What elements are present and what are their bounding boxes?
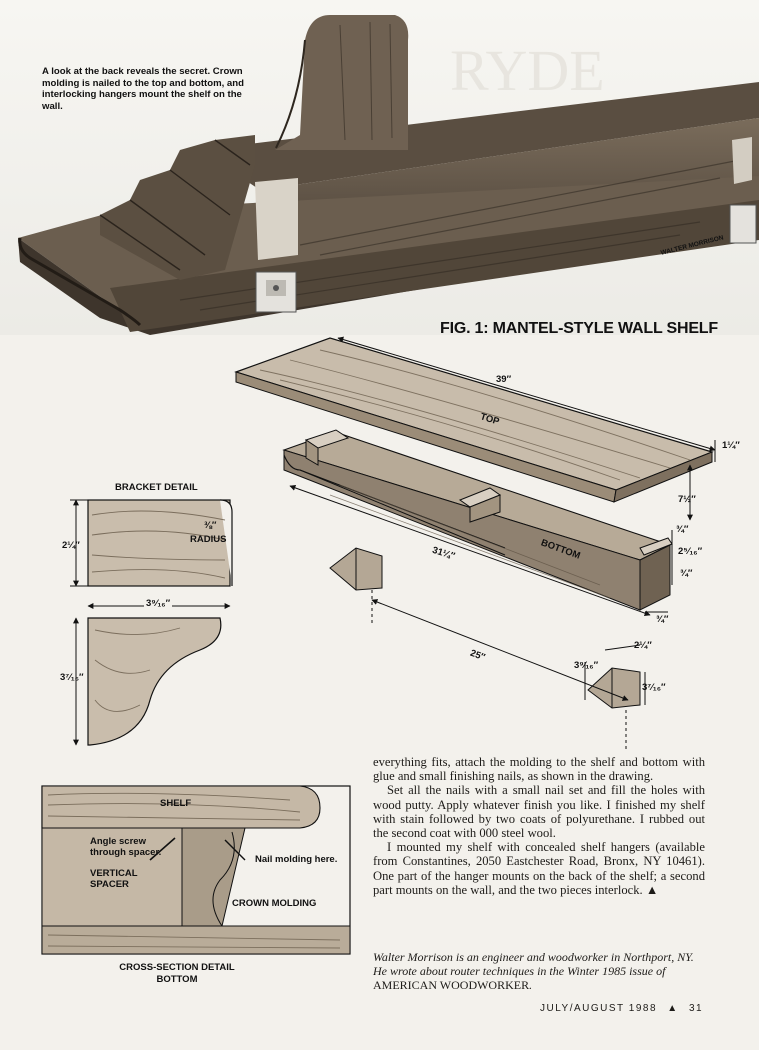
label-shelf: SHELF (160, 798, 192, 809)
technical-drawing (41, 336, 716, 955)
dim-three-nine-sixteenths-b: 3⁹⁄₁₆″ (144, 598, 173, 609)
article-body: everything fits, attach the molding to t… (373, 755, 705, 897)
photo-caption: A look at the back reveals the secret. C… (42, 66, 244, 112)
label-crown-molding: CROWN MOLDING (232, 898, 317, 909)
label-cross-section: CROSS-SECTION DETAIL BOTTOM (119, 962, 235, 985)
label-radius: RADIUS (190, 534, 227, 545)
dim-depth-top: 7½″ (678, 494, 696, 505)
dim-length-top: 39″ (496, 374, 512, 385)
page-folio: JULY/AUGUST 1988 ▲ 31 (540, 1003, 703, 1014)
body-paragraph-2: Set all the nails with a small nail set … (373, 783, 705, 841)
dim-three-seven-sixteenths-a: 3⁷⁄₁₆″ (642, 682, 666, 693)
dim-three-quarter-b: ¾″ (680, 568, 693, 579)
folio-date: JULY/AUGUST 1988 (540, 1003, 658, 1014)
dim-two-quarter-a: 2¼″ (634, 640, 652, 651)
body-paragraph-3-text: I mounted my shelf with concealed shelf … (373, 840, 705, 897)
shelf-photo: RYDE (0, 0, 759, 335)
label-angle-screw: Angle screw through spacer. (90, 836, 162, 858)
author-bio: Walter Morrison is an engineer and woodw… (373, 950, 705, 992)
dim-thick-top: 1¼″ (722, 440, 740, 451)
dim-two-quarter-b: 2¼″ (62, 540, 80, 551)
bio-text-2: . (529, 978, 533, 992)
end-mark-icon: ▲ (645, 882, 659, 897)
label-bracket-detail: BRACKET DETAIL (115, 482, 198, 493)
figure-title: FIG. 1: MANTEL-STYLE WALL SHELF (440, 320, 718, 337)
dim-three-quarter-c: ¾″ (656, 614, 669, 625)
dim-three-quarter-a: ¾″ (676, 524, 689, 535)
bracket-right (587, 667, 641, 709)
label-nail-molding: Nail molding here. (255, 854, 338, 865)
dim-two-five-sixteenths: 2⁵⁄₁₆″ (678, 546, 703, 557)
bracket-detail-profile (73, 603, 231, 746)
dim-three-seven-sixteenths-b: 3⁷⁄₁₆″ (60, 672, 84, 683)
bracket-left (329, 547, 383, 591)
svg-text:RYDE: RYDE (450, 38, 605, 103)
label-vertical-spacer: VERTICAL SPACER (90, 868, 138, 890)
bio-magazine: AMERICAN WOODWORKER (373, 978, 530, 992)
triangle-icon: ▲ (667, 1003, 679, 1014)
body-paragraph-3: I mounted my shelf with concealed shelf … (373, 840, 705, 897)
bio-text-1: Walter Morrison is an engineer and woodw… (373, 950, 694, 978)
body-paragraph-1: everything fits, attach the molding to t… (373, 755, 705, 784)
page-number: 31 (688, 1003, 704, 1014)
dim-three-eighths: ⅜″ (204, 520, 217, 531)
bracket-detail-top (70, 499, 233, 587)
dim-three-nine-sixteenths-a: 3⁹⁄₁₆″ (574, 660, 599, 671)
cross-section-detail (41, 785, 351, 955)
